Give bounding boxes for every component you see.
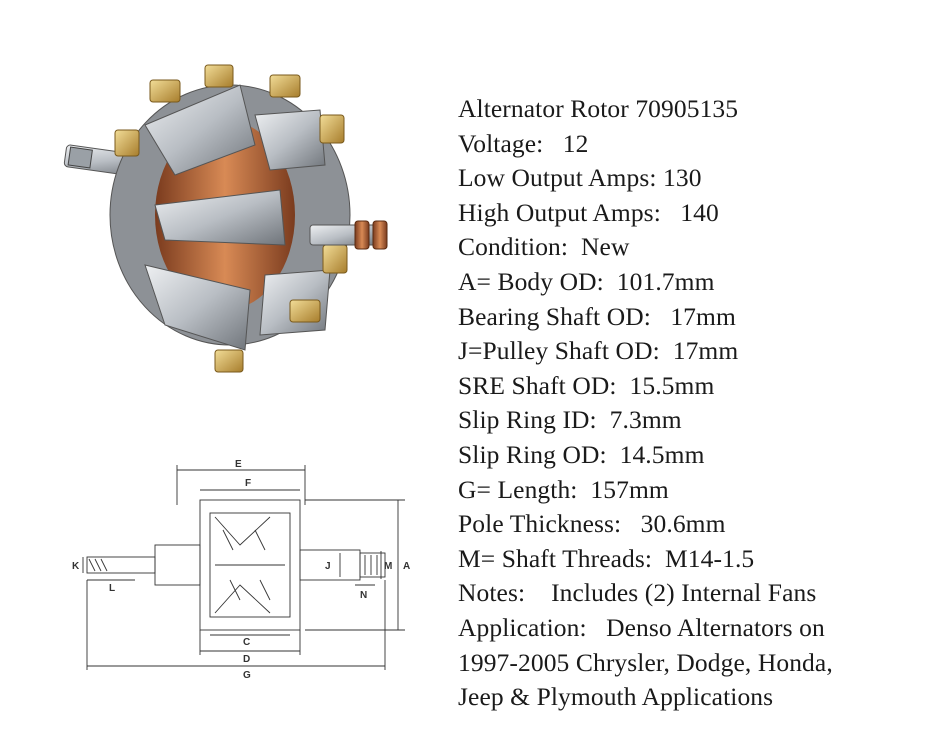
dim-N: N	[355, 584, 375, 601]
svg-text:A: A	[403, 561, 410, 572]
spec-line: G= Length: 157mm	[458, 474, 669, 504]
svg-text:M: M	[384, 561, 392, 572]
dimension-diagram: E F K L J M A N C D G	[72, 459, 410, 681]
spec-line: Condition: New	[458, 232, 630, 262]
fan-blade	[214, 349, 244, 373]
svg-text:K: K	[72, 561, 80, 572]
claw-pole	[144, 84, 256, 176]
dim-A: A	[305, 499, 410, 631]
dim-D: D	[199, 630, 301, 665]
spec-line: Alternator Rotor 70905135	[458, 94, 739, 123]
claw-pole	[154, 189, 286, 246]
svg-text:F: F	[245, 478, 251, 489]
spec-line: Notes: Includes (2) Internal Fans	[458, 578, 817, 608]
svg-text:C: C	[243, 637, 250, 648]
svg-text:D: D	[243, 654, 250, 665]
fan-blade	[319, 114, 345, 144]
svg-text:J: J	[325, 561, 331, 572]
svg-text:L: L	[109, 583, 115, 594]
dim-E: E	[176, 459, 306, 505]
spec-line: High Output Amps: 140	[458, 197, 719, 227]
left-shaft-outline	[154, 544, 201, 586]
dim-K: K	[72, 557, 84, 573]
svg-text:N: N	[360, 590, 367, 601]
spec-line: A= Body OD: 101.7mm	[458, 266, 715, 296]
alternator-rotor-photo	[63, 64, 388, 373]
spec-line: Voltage: 12	[458, 128, 589, 158]
svg-text:E: E	[235, 459, 242, 470]
slip-ring	[354, 220, 370, 250]
spec-line: Application: Denso Alternators on	[458, 612, 825, 642]
spec-line: SRE Shaft OD: 15.5mm	[458, 370, 715, 400]
fan-blade	[114, 129, 140, 157]
spec-line: M= Shaft Threads: M14-1.5	[458, 543, 755, 573]
svg-text:G: G	[243, 670, 251, 681]
dim-G: G	[86, 580, 386, 681]
spec-line: 1997-2005 Chrysler, Dodge, Honda,	[458, 647, 833, 677]
spec-line: Bearing Shaft OD: 17mm	[458, 301, 736, 331]
spec-line: J=Pulley Shaft OD: 17mm	[458, 336, 739, 366]
spec-line: Slip Ring OD: 14.5mm	[458, 439, 705, 469]
shaft-thread	[67, 146, 93, 169]
claw-pole	[144, 264, 251, 351]
spec-line: Low Output Amps: 130	[458, 163, 702, 193]
dim-L: L	[87, 579, 135, 594]
dim-J: J	[325, 553, 341, 577]
fan-blade	[269, 74, 301, 98]
spec-line: Slip Ring ID: 7.3mm	[458, 405, 682, 435]
dim-M: M	[380, 551, 392, 579]
spec-line: Jeep & Plymouth Applications	[458, 682, 774, 712]
fan-blade	[289, 299, 321, 323]
claw-pole	[254, 109, 326, 171]
slip-ring	[372, 220, 388, 250]
dim-F: F	[200, 478, 300, 491]
dim-C: C	[210, 634, 290, 648]
fan-blade	[204, 64, 234, 88]
fan-blade	[149, 79, 181, 103]
fan-blade	[322, 244, 348, 274]
spec-line: Pole Thickness: 30.6mm	[458, 509, 726, 539]
